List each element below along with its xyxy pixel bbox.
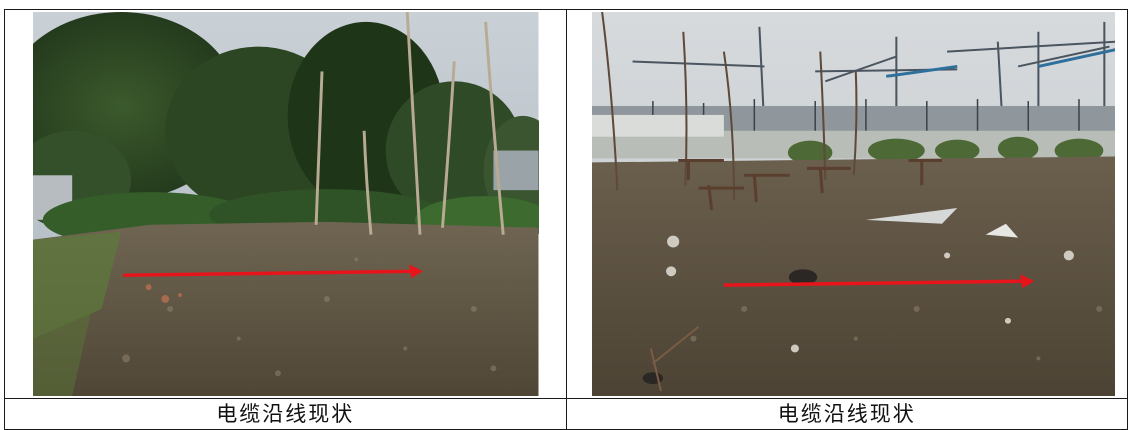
photo-caption-left: 电缆沿线现状 (4, 398, 567, 430)
photo-figure-table: 电缆沿线现状 电缆沿线现状 (4, 9, 1128, 430)
site-photo-right (591, 12, 1115, 396)
direction-arrow-left (123, 269, 414, 277)
site-photo-left (33, 12, 539, 396)
site-photo-left-image (33, 12, 539, 396)
direction-arrow-right (723, 279, 1023, 287)
photo-cell-left (4, 9, 567, 399)
site-photo-right-image (591, 12, 1115, 396)
photo-caption-right: 电缆沿线现状 (565, 398, 1128, 430)
photo-cell-right (565, 9, 1128, 399)
